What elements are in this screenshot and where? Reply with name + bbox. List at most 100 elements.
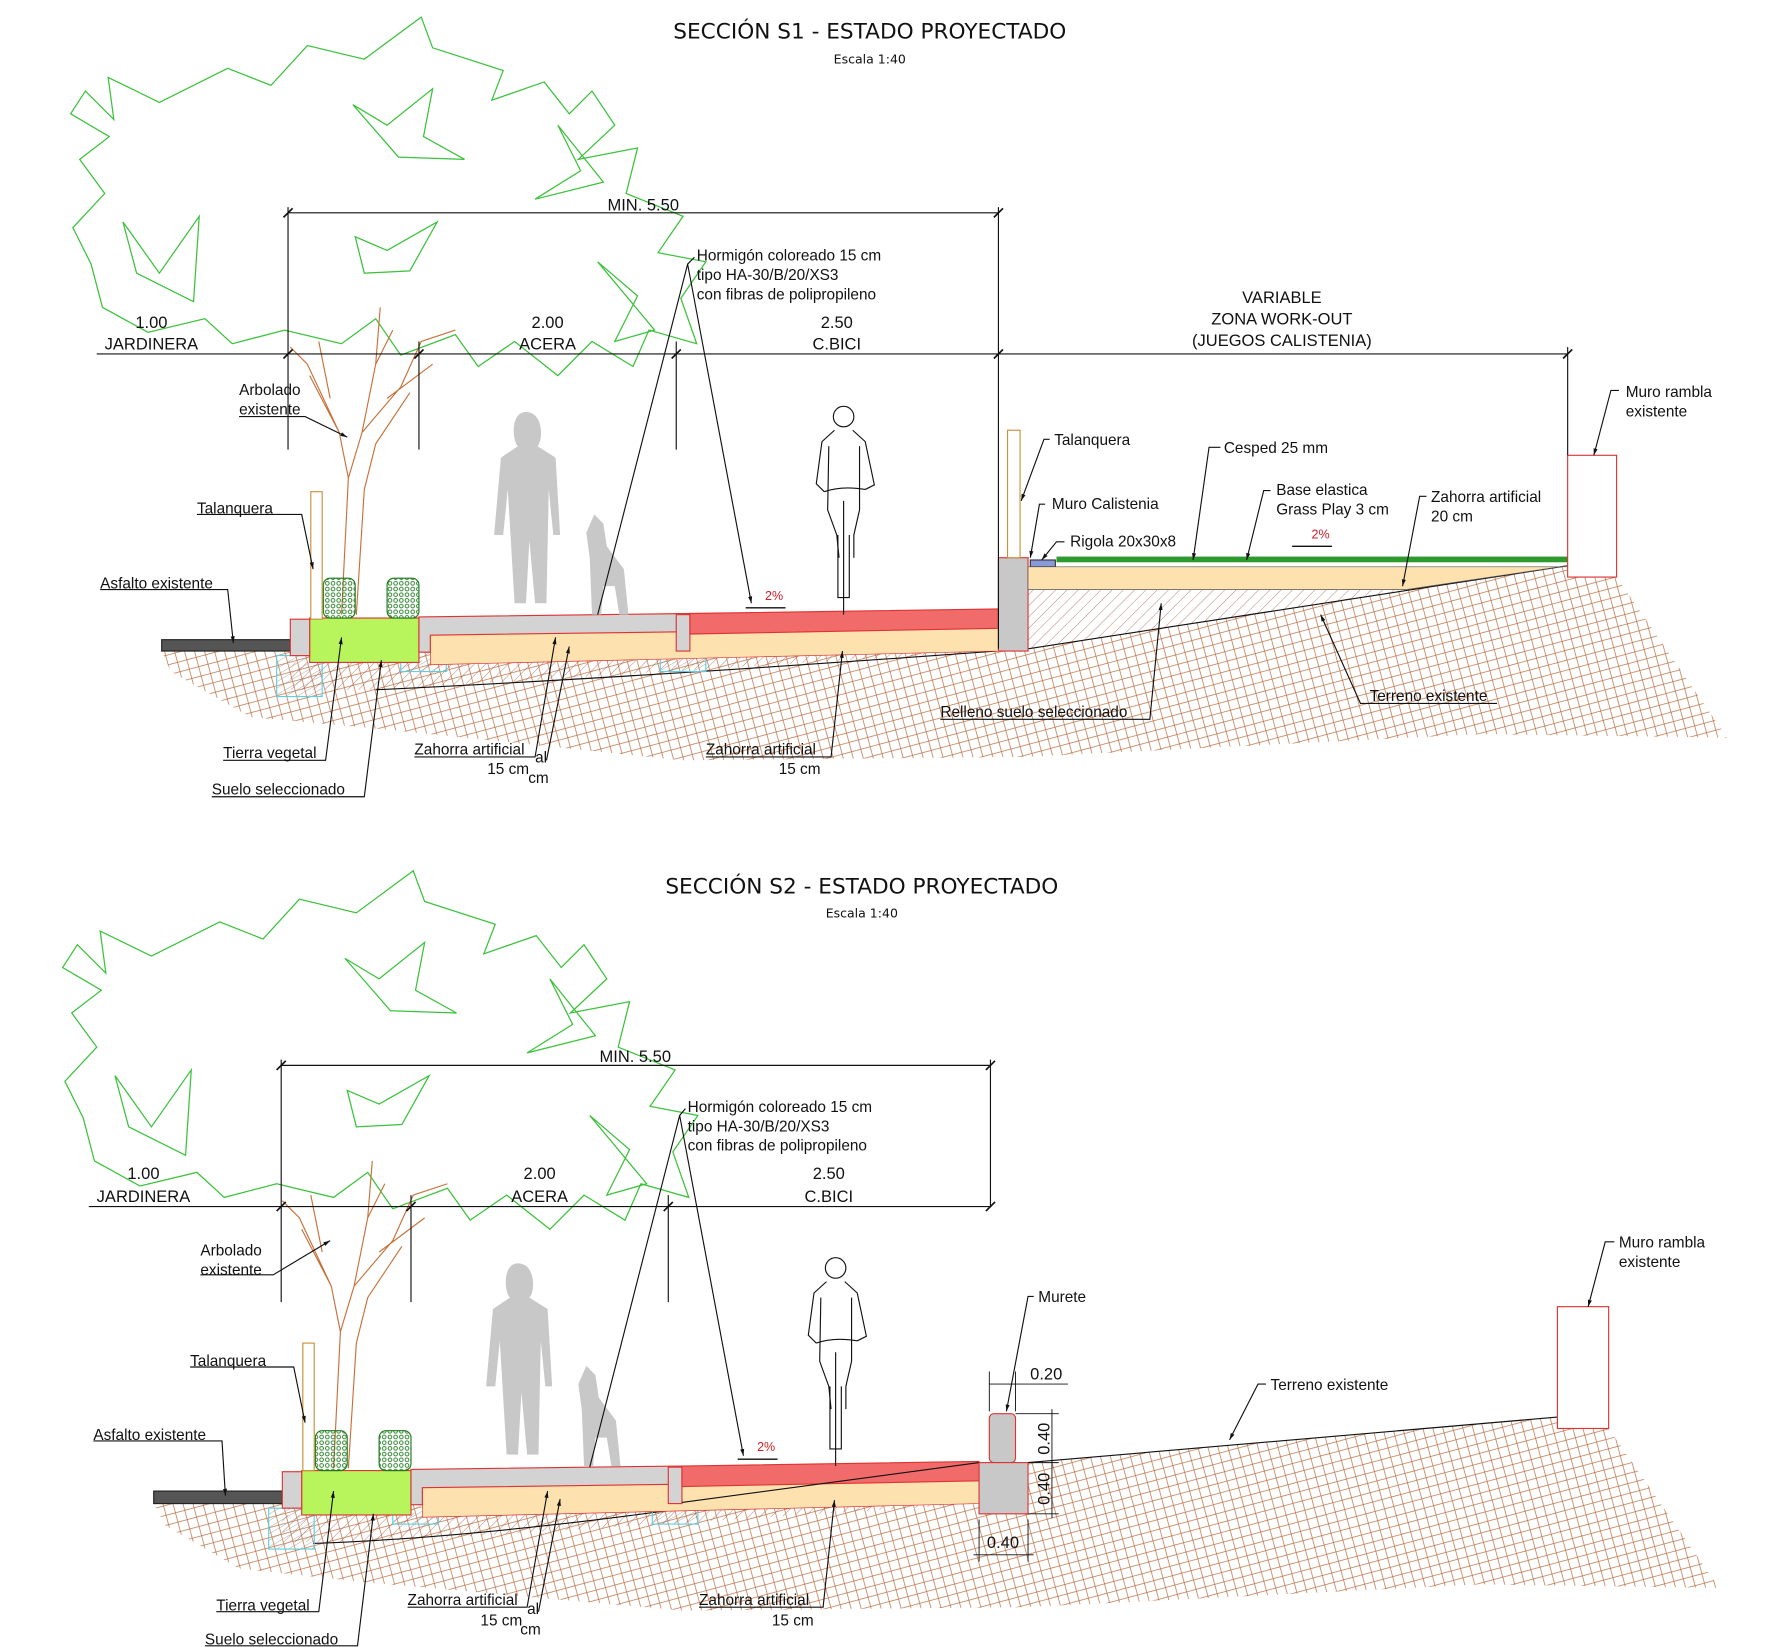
label-arbolado: Arbolado bbox=[239, 382, 300, 399]
label-arbolado: Arbolado bbox=[200, 1242, 261, 1259]
dimension-lines bbox=[88, 1059, 1068, 1562]
grass-surface bbox=[1056, 556, 1568, 563]
curb bbox=[289, 618, 311, 657]
dim-value: 2.50 bbox=[821, 314, 853, 332]
murete-footing bbox=[978, 1462, 1029, 1515]
leaders bbox=[100, 389, 1619, 798]
section-s2: SECCIÓN S2 - ESTADO PROYECTADO Escala 1:… bbox=[61, 870, 1720, 1647]
label-arbolado: existente bbox=[239, 401, 300, 418]
muro-rambla bbox=[1567, 454, 1618, 578]
existing-terrain bbox=[161, 565, 1728, 761]
label-ghost: al bbox=[535, 750, 547, 767]
label-base: Base elastica bbox=[1276, 482, 1368, 499]
label-muro-rambla: Muro rambla bbox=[1626, 384, 1713, 401]
note-hormigon: con fibras de polipropileno bbox=[697, 286, 876, 303]
dim-label: C.BICI bbox=[812, 335, 861, 353]
shrub bbox=[322, 577, 356, 619]
murete bbox=[988, 1413, 1017, 1464]
talanquera-post bbox=[310, 491, 323, 620]
dim-label: JARDINERA bbox=[105, 335, 199, 353]
cyclist-icon bbox=[815, 405, 875, 616]
label-suelo-seleccionado: Suelo seleccionado bbox=[212, 781, 345, 798]
pedestrian-dog-icon bbox=[486, 1263, 621, 1467]
label-terreno: Terreno existente bbox=[1370, 688, 1488, 705]
label-rigola: Rigola 20x30x8 bbox=[1070, 533, 1176, 550]
label-ghost: cm bbox=[528, 770, 548, 787]
shrub bbox=[378, 1430, 412, 1472]
talanquera-post bbox=[302, 1342, 315, 1472]
note-hormigon: tipo HA-30/B/20/XS3 bbox=[697, 267, 839, 284]
tierra-vegetal bbox=[301, 1470, 412, 1516]
zone-label: (JUEGOS CALISTENIA) bbox=[1192, 332, 1372, 350]
dim-label: ACERA bbox=[519, 335, 576, 353]
dim-value: 2.50 bbox=[813, 1165, 845, 1183]
label-zahorra: Zahorra artificial bbox=[706, 742, 816, 759]
label-zahorra: 15 cm bbox=[480, 1612, 522, 1629]
section-title: SECCIÓN S1 - ESTADO PROYECTADO bbox=[673, 19, 1066, 45]
existing-terrain bbox=[153, 1417, 1720, 1611]
murete-dim: 0.40 bbox=[1036, 1423, 1054, 1455]
dim-value: 2.00 bbox=[532, 314, 564, 332]
murete-dim: 0.40 bbox=[1036, 1473, 1054, 1505]
label-muro-rambla: existente bbox=[1626, 404, 1687, 421]
label-suelo-seleccionado: Suelo seleccionado bbox=[205, 1632, 338, 1647]
pedestrian-dog-icon bbox=[494, 412, 629, 615]
note-hormigon: con fibras de polipropileno bbox=[688, 1138, 867, 1155]
dim-value: 1.00 bbox=[127, 1165, 159, 1183]
label-cesped: Cesped 25 mm bbox=[1224, 440, 1328, 457]
note-hormigon: Hormigón coloreado 15 cm bbox=[697, 248, 881, 265]
label-ghost: cm bbox=[520, 1621, 540, 1638]
zahorra-workout bbox=[1027, 565, 1569, 590]
slope-label: 2% bbox=[1312, 527, 1330, 541]
murete-dim: 0.20 bbox=[1030, 1366, 1062, 1384]
dim-total: MIN. 5.50 bbox=[607, 197, 679, 215]
label-murete: Murete bbox=[1038, 1289, 1086, 1306]
label-talanquera: Talanquera bbox=[197, 500, 273, 517]
label-zahorra: 20 cm bbox=[1431, 508, 1473, 525]
dim-label: JARDINERA bbox=[97, 1188, 191, 1206]
rigola bbox=[1029, 559, 1056, 568]
muro-calistenia bbox=[997, 557, 1029, 652]
label-relleno: Relleno suelo seleccionado bbox=[940, 704, 1127, 721]
label-zahorra: 15 cm bbox=[487, 761, 529, 778]
label-muro-rambla: Muro rambla bbox=[1619, 1234, 1706, 1251]
label-arbolado: existente bbox=[200, 1262, 261, 1279]
curb bbox=[675, 614, 691, 652]
slope-label: 2% bbox=[757, 1440, 775, 1454]
talanquera-post bbox=[1006, 429, 1021, 559]
label-talanquera: Talanquera bbox=[190, 1353, 266, 1370]
murete-dim: 0.40 bbox=[987, 1534, 1019, 1552]
muro-rambla bbox=[1556, 1306, 1610, 1430]
label-base: Grass Play 3 cm bbox=[1276, 501, 1389, 518]
slope-label: 2% bbox=[765, 589, 783, 603]
zone-label: ZONA WORK-OUT bbox=[1211, 310, 1352, 328]
dim-value: 2.00 bbox=[524, 1165, 556, 1183]
label-muro-rambla: existente bbox=[1619, 1254, 1680, 1271]
dim-label: ACERA bbox=[511, 1188, 568, 1206]
tierra-vegetal bbox=[309, 617, 420, 664]
label-zahorra: Zahorra artificial bbox=[1431, 489, 1541, 506]
dim-value: 1.00 bbox=[135, 314, 167, 332]
curb bbox=[667, 1466, 683, 1505]
label-talanquera: Talanquera bbox=[1054, 432, 1130, 449]
note-hormigon: Hormigón coloreado 15 cm bbox=[688, 1099, 872, 1116]
label-terreno: Terreno existente bbox=[1271, 1377, 1389, 1394]
dimension-lines bbox=[96, 207, 1573, 649]
shrub bbox=[386, 577, 420, 619]
label-tierra-vegetal: Tierra vegetal bbox=[223, 745, 316, 762]
label-tierra-vegetal: Tierra vegetal bbox=[216, 1598, 309, 1615]
note-hormigon: tipo HA-30/B/20/XS3 bbox=[688, 1118, 830, 1135]
label-zahorra: 15 cm bbox=[779, 761, 821, 778]
label-zahorra: 15 cm bbox=[772, 1612, 814, 1629]
cyclist-icon bbox=[807, 1257, 867, 1467]
label-ghost: al bbox=[527, 1601, 539, 1618]
section-title: SECCIÓN S2 - ESTADO PROYECTADO bbox=[665, 874, 1058, 900]
label-zahorra: Zahorra artificial bbox=[414, 742, 524, 759]
asphalt bbox=[161, 639, 291, 652]
shrub bbox=[314, 1430, 348, 1472]
label-zahorra: Zahorra artificial bbox=[699, 1592, 809, 1609]
zone-label: VARIABLE bbox=[1242, 289, 1321, 307]
label-zahorra: Zahorra artificial bbox=[408, 1592, 518, 1609]
scale-label: Escala 1:40 bbox=[826, 905, 898, 920]
